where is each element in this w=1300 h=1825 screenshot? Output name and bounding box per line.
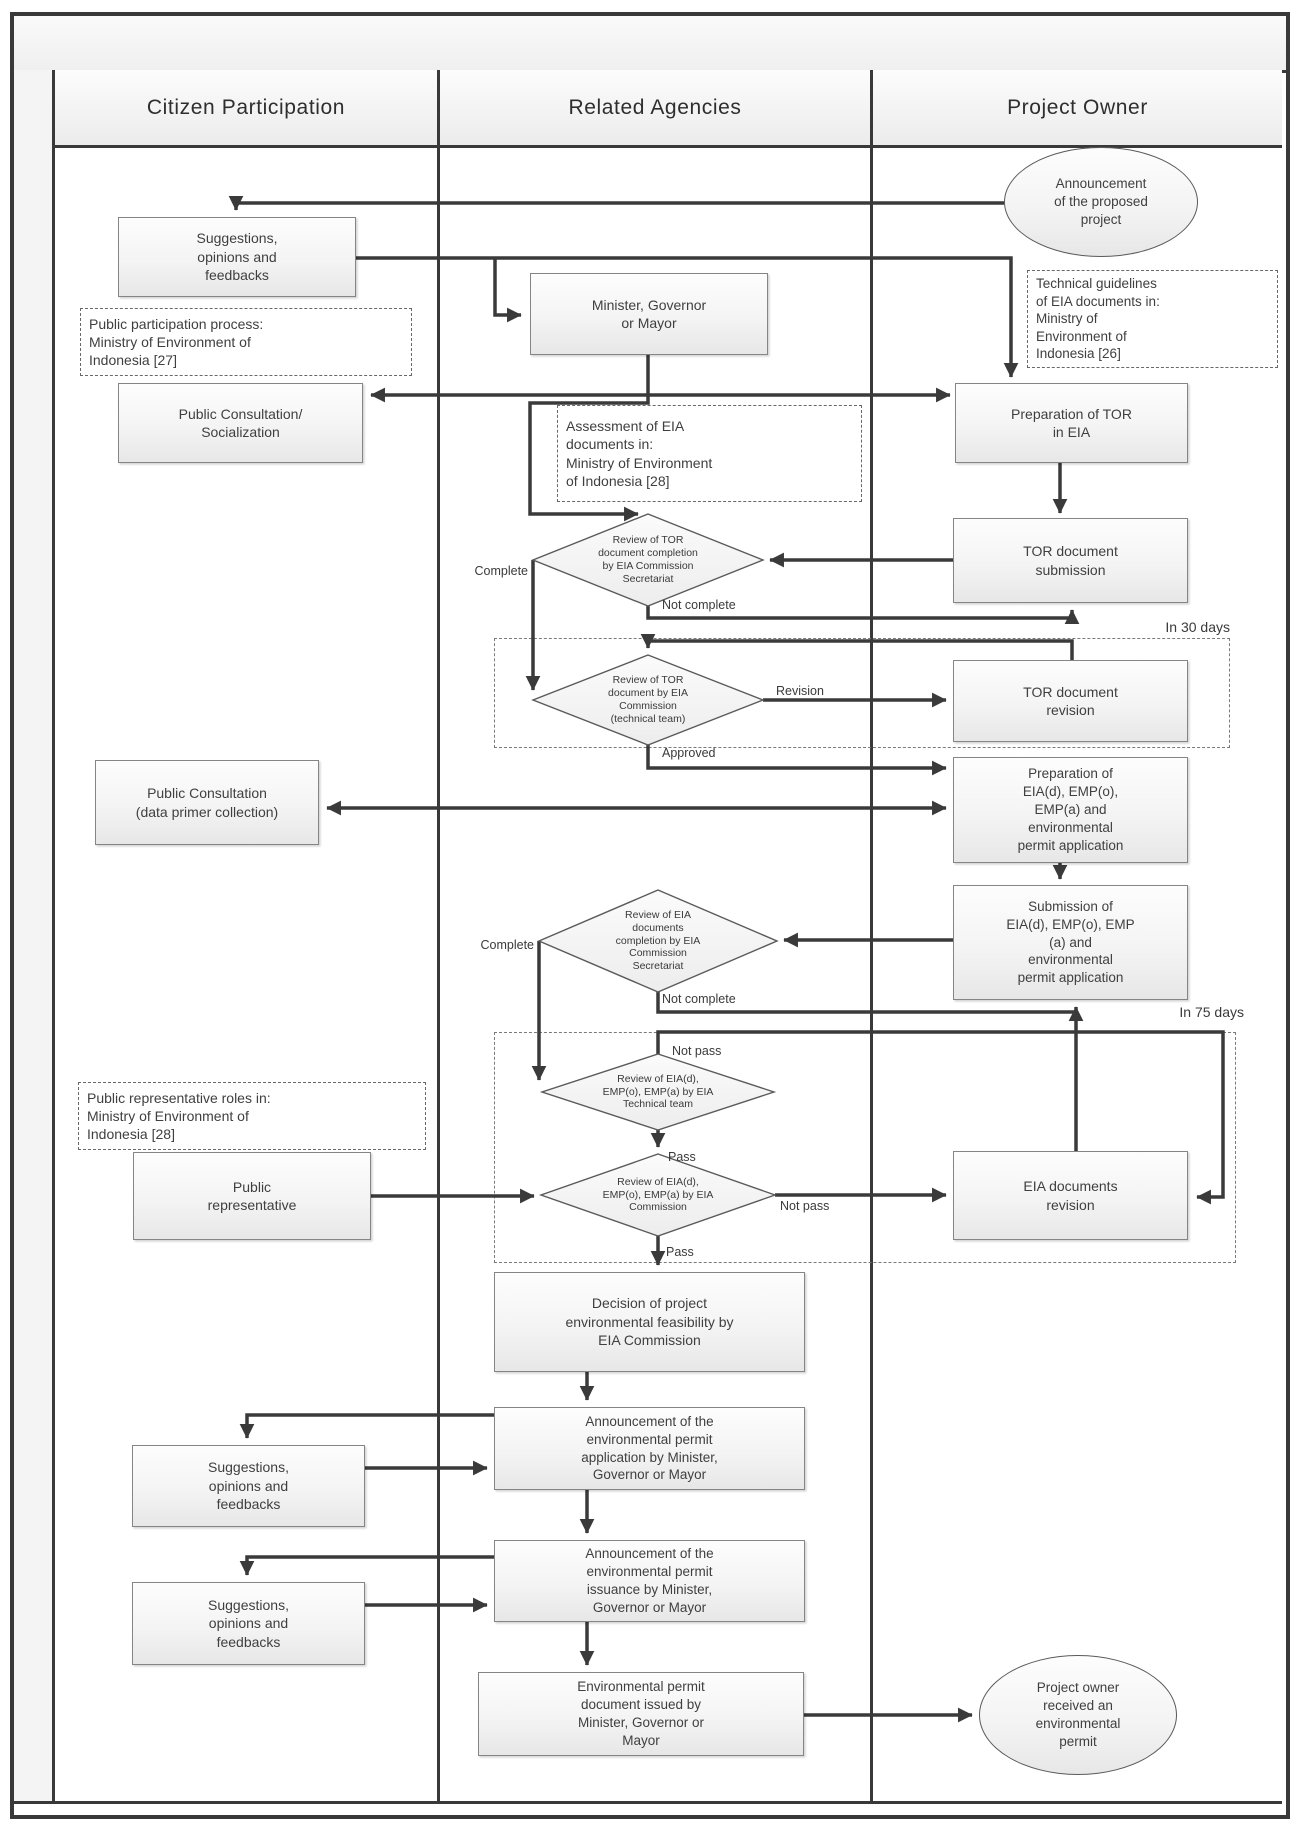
strip-divider bbox=[52, 70, 55, 1804]
node-preparation-eia: Preparation of EIA(d), EMP(o), EMP(a) an… bbox=[953, 757, 1188, 863]
decision-review-eia-completion: Review of EIA documents completion by EI… bbox=[615, 909, 701, 973]
node-submission-eia: Submission of EIA(d), EMP(o), EMP (a) an… bbox=[953, 885, 1188, 1000]
note-public-participation: Public participation process: Ministry o… bbox=[80, 308, 412, 376]
lane-bottom-line bbox=[14, 1801, 1282, 1804]
edge-label-not-pass-1: Not pass bbox=[672, 1044, 722, 1058]
lane-header-row bbox=[55, 70, 1282, 148]
lane-header-project-owner: Project Owner bbox=[1007, 95, 1148, 119]
node-announce-application: Announcement of the environmental permit… bbox=[494, 1407, 805, 1490]
node-permit-received: Project owner received an environmental … bbox=[979, 1655, 1177, 1775]
lane-divider-1 bbox=[437, 70, 440, 1804]
node-eia-revision: EIA documents revision bbox=[953, 1151, 1188, 1240]
node-tor-submission: TOR document submission bbox=[953, 518, 1188, 603]
edge-label-not-pass-2: Not pass bbox=[780, 1199, 830, 1213]
lane-header-citizen-participation: Citizen Participation bbox=[146, 95, 346, 119]
node-suggestions-2: Suggestions, opinions and feedbacks bbox=[132, 1445, 365, 1527]
edge-label-in-30-days: In 30 days bbox=[1165, 619, 1230, 635]
node-tor-revision: TOR document revision bbox=[953, 660, 1188, 742]
edge-label-not-complete-2: Not complete bbox=[662, 992, 736, 1006]
node-suggestions-3: Suggestions, opinions and feedbacks bbox=[132, 1582, 365, 1665]
node-public-consultation-socialization: Public Consultation/ Socialization bbox=[118, 383, 363, 463]
node-announce-issuance: Announcement of the environmental permit… bbox=[494, 1540, 805, 1622]
node-public-representative: Public representative bbox=[133, 1152, 371, 1240]
note-technical-guidelines: Technical guidelines of EIA documents in… bbox=[1027, 270, 1278, 368]
edge-label-not-complete-1: Not complete bbox=[662, 598, 736, 612]
edge-label-revision: Revision bbox=[776, 684, 824, 698]
edge-label-complete-1: Complete bbox=[474, 564, 529, 578]
decision-review-eia-commission: Review of EIA(d), EMP(o), EMP(a) by EIA … bbox=[602, 1175, 714, 1214]
note-public-representative-roles: Public representative roles in: Ministry… bbox=[78, 1082, 426, 1150]
node-decision-feasibility: Decision of project environmental feasib… bbox=[494, 1272, 805, 1372]
node-preparation-tor: Preparation of TOR in EIA bbox=[955, 383, 1188, 463]
edge-label-pass-2: Pass bbox=[666, 1245, 694, 1259]
edge-label-pass-1: Pass bbox=[668, 1150, 696, 1164]
left-margin-strip bbox=[14, 70, 52, 1804]
node-announcement-start: Announcement of the proposed project bbox=[1004, 147, 1198, 257]
node-suggestions-1: Suggestions, opinions and feedbacks bbox=[118, 217, 356, 297]
decision-review-tor-completion: Review of TOR document completion by EIA… bbox=[598, 534, 698, 585]
edge-label-complete-2: Complete bbox=[480, 938, 535, 952]
edge-label-in-75-days: In 75 days bbox=[1179, 1004, 1244, 1020]
node-permit-issued: Environmental permit document issued by … bbox=[478, 1672, 804, 1756]
lane-header-related-agencies: Related Agencies bbox=[568, 95, 742, 119]
note-assessment-eia: Assessment of EIA documents in: Ministry… bbox=[557, 405, 862, 502]
title-band bbox=[14, 16, 1286, 73]
edge-label-approved: Approved bbox=[662, 746, 716, 760]
decision-review-eia-technical: Review of EIA(d), EMP(o), EMP(a) by EIA … bbox=[602, 1072, 714, 1111]
node-minister-governor-mayor: Minister, Governor or Mayor bbox=[530, 273, 768, 355]
lane-divider-2 bbox=[870, 70, 873, 1804]
decision-review-tor-commission: Review of TOR document by EIA Commission… bbox=[608, 674, 688, 725]
node-public-consultation-data: Public Consultation (data primer collect… bbox=[95, 760, 319, 845]
